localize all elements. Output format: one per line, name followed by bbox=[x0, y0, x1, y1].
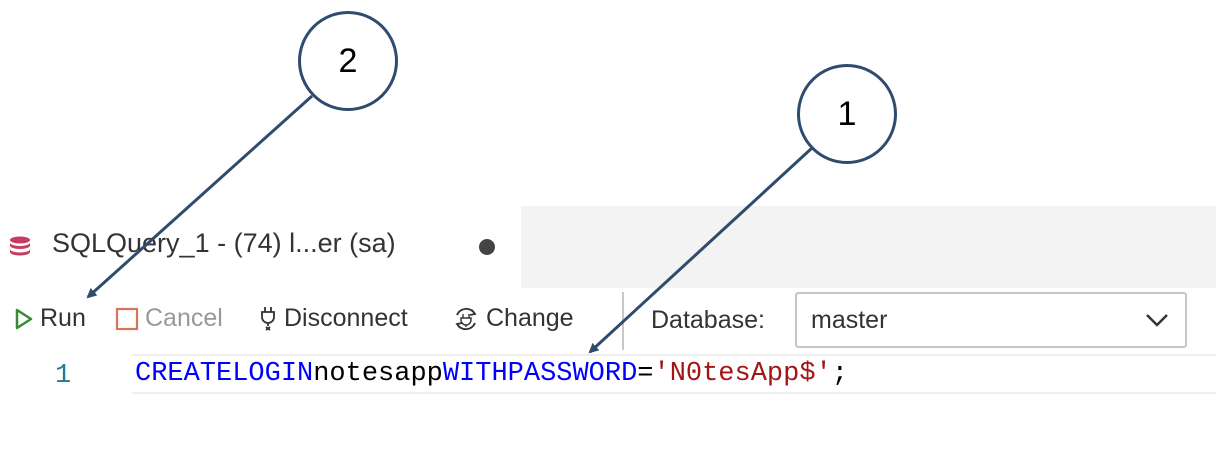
callout-1-number: 1 bbox=[837, 94, 857, 133]
callout-2-number: 2 bbox=[338, 41, 358, 80]
keyword-password: PASSWORD bbox=[507, 359, 638, 389]
chevron-down-icon bbox=[1146, 314, 1168, 327]
line-number: 1 bbox=[55, 361, 72, 391]
unsaved-dot-icon[interactable] bbox=[479, 239, 495, 255]
callout-2: 2 bbox=[298, 11, 398, 111]
equals-operator: = bbox=[637, 359, 654, 389]
cancel-button[interactable]: Cancel bbox=[115, 304, 223, 333]
database-select[interactable]: master bbox=[795, 292, 1187, 348]
cancel-label: Cancel bbox=[145, 304, 223, 332]
database-icon bbox=[10, 236, 30, 256]
change-label: Change bbox=[486, 304, 574, 332]
run-label: Run bbox=[40, 304, 86, 332]
query-editor[interactable]: 1 CREATE LOGIN notesapp WITH PASSWORD='N… bbox=[0, 352, 1216, 454]
semicolon: ; bbox=[831, 359, 848, 389]
database-select-value: master bbox=[811, 305, 888, 334]
keyword-with: WITH bbox=[442, 359, 508, 389]
tab-strip-empty-area bbox=[521, 206, 1216, 288]
login-identifier: notesapp bbox=[313, 359, 443, 389]
query-toolbar: Run Cancel Disconnect Change Database: m… bbox=[0, 290, 1216, 352]
tab-title: SQLQuery_1 - (74) l...er (sa) bbox=[52, 228, 396, 258]
play-icon bbox=[15, 308, 33, 329]
change-connection-icon bbox=[455, 307, 477, 330]
code-line[interactable]: CREATE LOGIN notesapp WITH PASSWORD='N0t… bbox=[132, 354, 1216, 394]
tab-sqlquery[interactable]: SQLQuery_1 - (74) l...er (sa) bbox=[0, 206, 521, 288]
change-connection-button[interactable]: Change bbox=[452, 304, 574, 333]
database-label: Database: bbox=[651, 306, 765, 334]
toolbar-separator bbox=[622, 292, 624, 350]
disconnect-button[interactable]: Disconnect bbox=[258, 304, 408, 333]
keyword-create: CREATE bbox=[135, 359, 233, 389]
password-string: 'N0tesApp$' bbox=[653, 359, 832, 389]
stop-icon bbox=[115, 307, 139, 330]
run-button[interactable]: Run bbox=[14, 304, 86, 333]
disconnect-plug-icon bbox=[261, 306, 275, 331]
disconnect-label: Disconnect bbox=[284, 304, 408, 332]
keyword-login: LOGIN bbox=[232, 359, 314, 389]
callout-1: 1 bbox=[797, 64, 897, 164]
